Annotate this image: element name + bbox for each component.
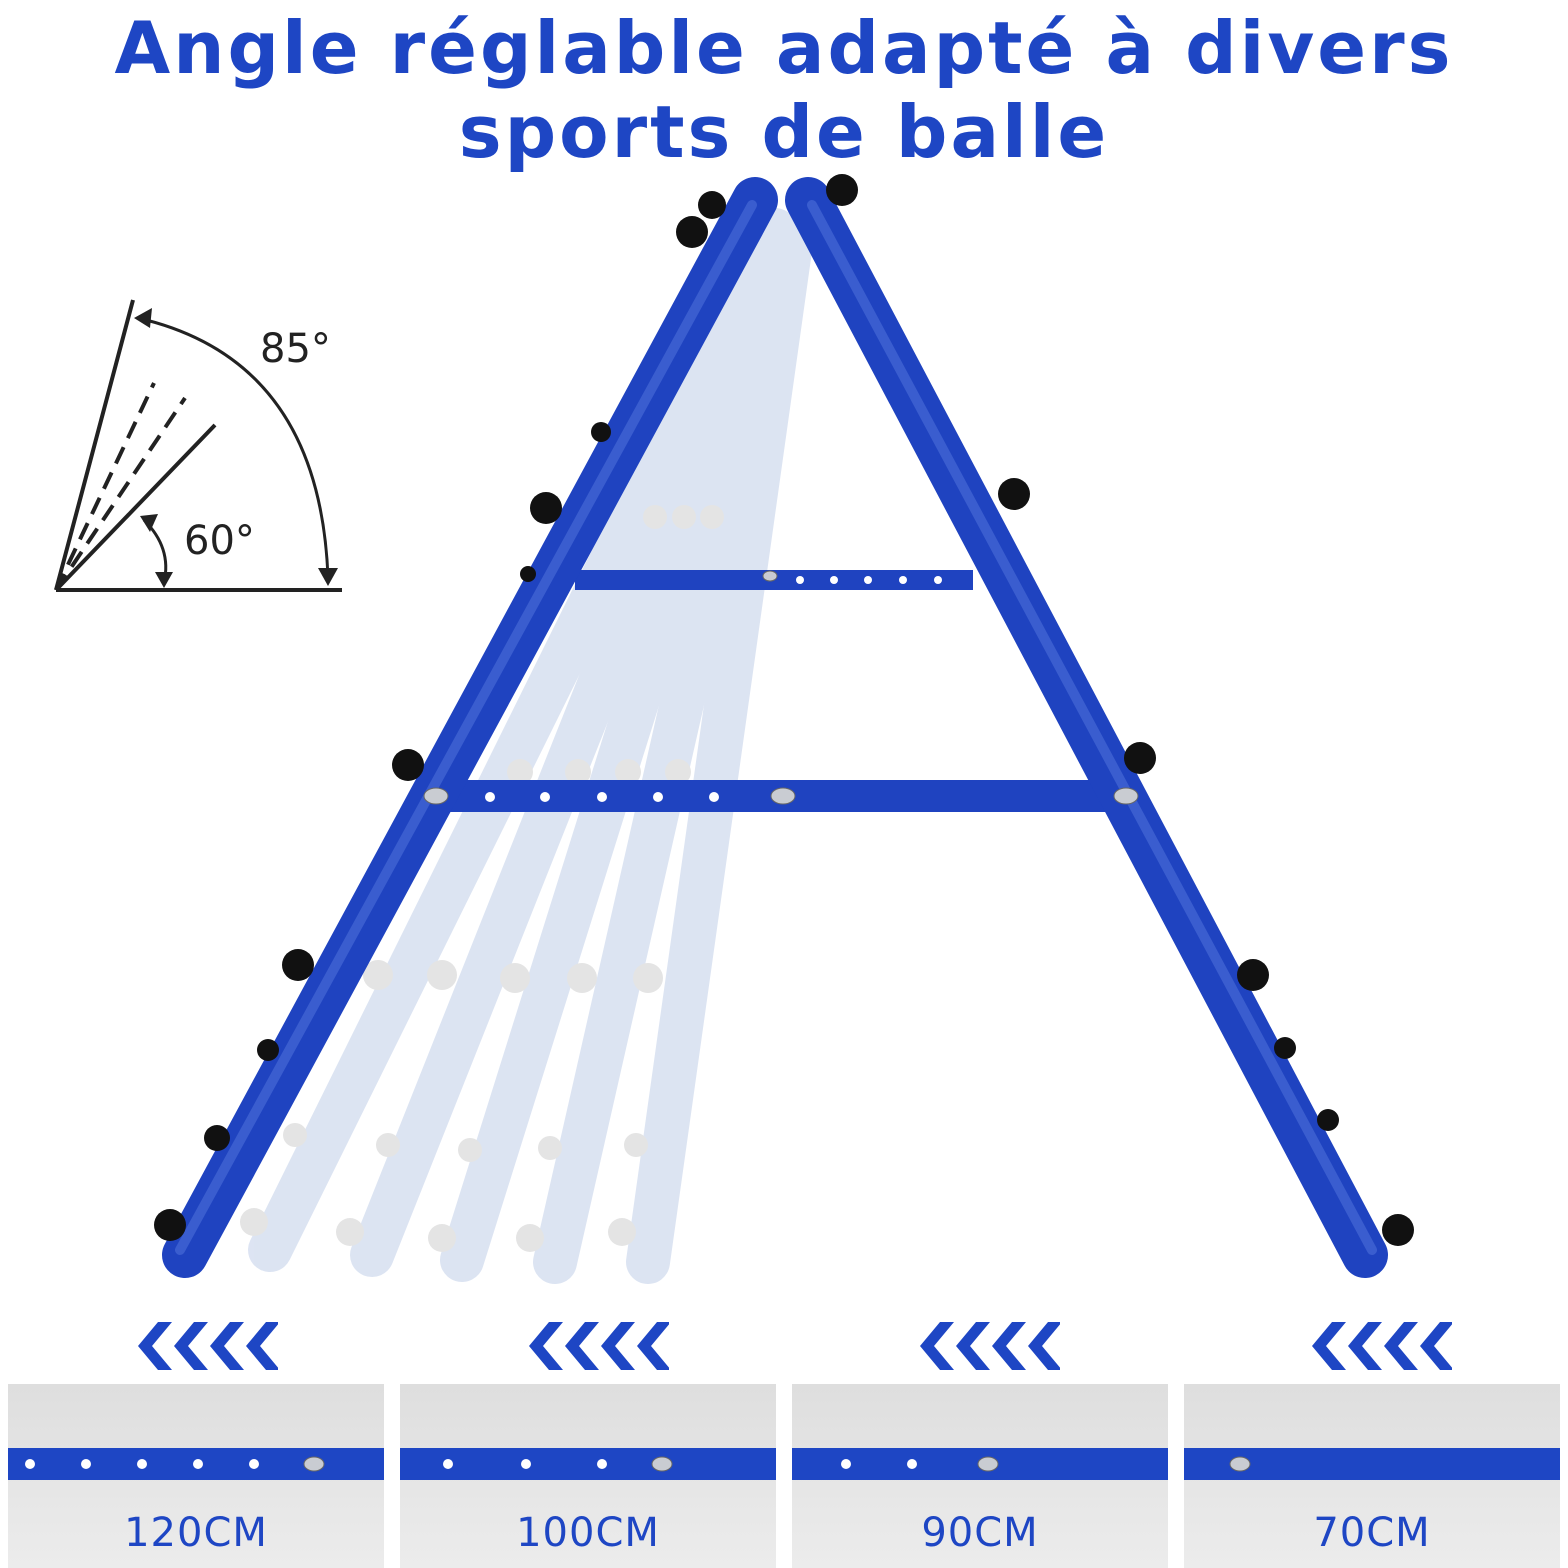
ghost-leg-5 [626,228,812,1284]
wing-nut-icon [423,570,1139,805]
knobs [154,174,1414,1246]
triple-chevron-left-icon [118,1318,278,1374]
ghost-knobs [240,505,724,1252]
wing-nut-icon [977,1456,999,1472]
angle-diagram [54,299,342,592]
width-label: 120CM [124,1510,268,1556]
wing-nut-icon [1229,1456,1251,1472]
angle-label-85: 85° [260,326,331,372]
arrow-head-60-top [140,514,158,532]
main-legs [162,177,1388,1278]
crossbar-strip [792,1448,1168,1480]
angle-arm-dashed-2 [54,396,187,592]
angle-arm-85 [54,299,135,591]
arrow-head-60-bottom [155,572,173,588]
crossbar-strip [400,1448,776,1480]
wing-nut-icon [303,1456,325,1472]
angle-label-60: 60° [184,518,255,564]
title-line-2: sports de balle [458,90,1110,174]
wing-nut-icon [651,1456,673,1472]
triple-chevron-left-icon [509,1318,669,1374]
width-panel-100: 100CM [400,1384,776,1568]
angle-arm-60 [54,423,217,592]
angle-arc-85 [137,316,330,579]
width-panel-70: 70CM [1184,1384,1560,1568]
page-title: Angle réglable adapté à divers sports de… [0,6,1568,174]
crossbar-strip [8,1448,384,1480]
triple-chevron-left-icon [1292,1318,1452,1374]
width-panel-120: 120CM [8,1384,384,1568]
triple-chevron-left-icon [900,1318,1060,1374]
width-panel-90: 90CM [792,1384,1168,1568]
angle-arm-dashed-1 [54,382,156,591]
title-line-1: Angle réglable adapté à divers [114,6,1454,90]
crossbar-strip [1184,1448,1560,1480]
width-label: 90CM [921,1510,1039,1556]
arrow-head-85-top [134,308,152,328]
width-label: 70CM [1313,1510,1431,1556]
width-label: 100CM [516,1510,660,1556]
ghost-legs [248,208,812,1284]
arrow-head-85-bottom [318,568,338,586]
